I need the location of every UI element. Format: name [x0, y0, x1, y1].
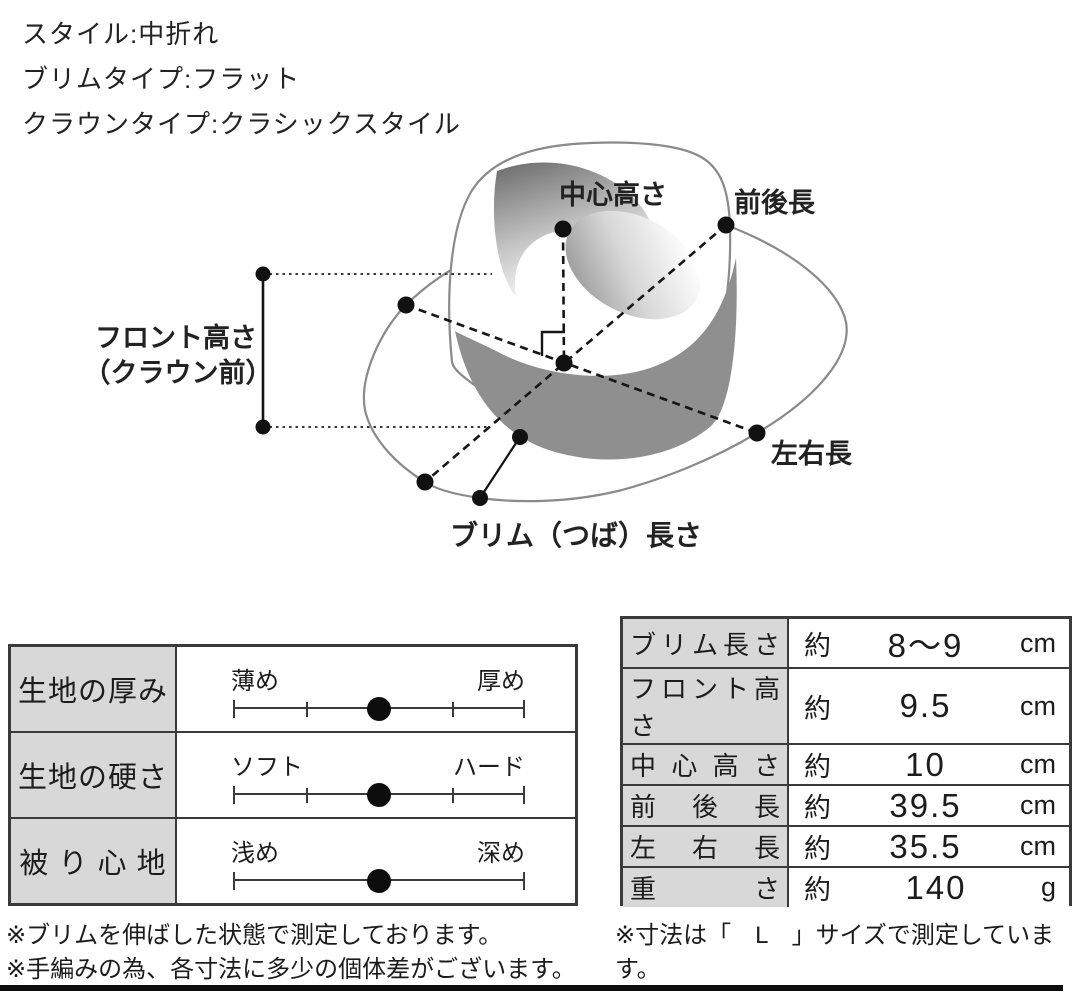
left-right-right-dot	[748, 424, 766, 442]
front-back-right-dot	[717, 216, 735, 234]
size-row-brim-value: 8～9	[887, 627, 964, 664]
size-row-weight: 重 さ 約 140 g	[623, 868, 1069, 907]
scale-min-label: ソフト	[231, 754, 303, 781]
size-row-left-right-label: 左 右 長	[630, 833, 780, 863]
scale-value-dot	[367, 697, 391, 721]
scale-tick	[306, 787, 308, 803]
approx-label: 約	[804, 875, 831, 905]
size-table: ブリム長さ 約 8～9 cm フロント高さ 約 9.5 cm 中 心 高 さ 約…	[620, 616, 1072, 907]
scale-max-label: 深め	[477, 840, 525, 867]
size-row-left-right-value: 35.5	[889, 827, 962, 865]
scale-value-dot	[367, 783, 391, 807]
feel-row-hardness-scale: ソフト ハード	[177, 733, 575, 817]
feel-row-fit-depth-label: 被 り 心 地	[11, 819, 177, 903]
hat-measurement-diagram: 中心高さ 前後長 フロント高さ （クラウン前） 左右長 ブリム（つば）長さ	[84, 141, 853, 551]
feel-row-thickness-label: 生地の厚み	[11, 647, 177, 731]
approx-label: 約	[804, 752, 831, 782]
spec-crown-type-line: クラウンタイプ:クラシックスタイル	[22, 109, 461, 139]
size-row-left-right: 左 右 長 約 35.5 cm	[623, 827, 1069, 868]
scale-track	[233, 869, 525, 893]
scale-tick	[233, 786, 235, 804]
front-height-label-line2: （クラウン前）	[84, 357, 273, 388]
size-row-center-height-label: 中 心 高 さ	[630, 751, 780, 781]
unit-label: cm	[1020, 690, 1056, 721]
hat-band-shape	[455, 258, 737, 460]
bottom-divider-bar	[0, 985, 1063, 991]
center-height-dashed-line	[561, 228, 566, 364]
size-row-front-height-value: 9.5	[899, 687, 952, 724]
front-back-dashed-line	[424, 224, 727, 483]
brim-inner-dot	[512, 429, 528, 445]
right-angle-mark	[540, 330, 565, 356]
unit-label: cm	[1020, 790, 1056, 820]
feel-row-hardness: 生地の硬さ ソフト ハード	[11, 733, 575, 819]
scale-tick	[306, 701, 308, 717]
scale-tick	[452, 787, 454, 803]
spec-style-line: スタイル:中折れ	[22, 19, 220, 49]
front-back-length-label: 前後長	[734, 187, 816, 218]
unit-label: cm	[1020, 749, 1056, 779]
size-row-center-height: 中 心 高 さ 約 10 cm	[623, 745, 1069, 786]
footnote-size-basis: ※寸法は「 L 」サイズで測定しています。	[615, 922, 1055, 983]
spec-brim-type-line: ブリムタイプ:フラット	[22, 64, 301, 94]
left-right-length-label: 左右長	[771, 439, 853, 469]
scale-tick	[523, 872, 525, 890]
approx-label: 約	[804, 793, 831, 823]
front-height-bottom-dot	[255, 419, 271, 435]
scale-tick	[233, 872, 235, 890]
size-row-center-height-value: 10	[905, 745, 946, 783]
size-row-weight-label: 重 さ	[630, 874, 780, 904]
scale-value-dot	[367, 869, 391, 893]
brim-edge-dot	[472, 490, 488, 506]
approx-label: 約	[804, 693, 831, 724]
size-row-brim-label: ブリム長さ	[630, 629, 780, 660]
left-right-dashed-line	[405, 303, 758, 435]
brim-length-label: ブリム（つば）長さ	[450, 519, 702, 551]
spec-header: スタイル:中折れ ブリムタイプ:フラット クラウンタイプ:クラシックスタイル	[22, 12, 461, 147]
size-row-weight-value: 140	[905, 868, 967, 906]
brim-length-measure-line	[479, 436, 521, 499]
feel-row-thickness-scale: 薄め 厚め	[177, 647, 575, 731]
unit-label: cm	[1020, 627, 1056, 658]
scale-min-label: 浅め	[231, 840, 279, 867]
front-back-left-dot	[416, 473, 434, 491]
unit-label: cm	[1020, 831, 1056, 861]
scale-tick	[523, 786, 525, 804]
scale-max-label: 厚め	[477, 668, 525, 695]
front-height-label-line1: フロント高さ	[95, 322, 257, 353]
size-row-front-back-label: 前 後 長	[630, 792, 780, 822]
scale-min-label: 薄め	[231, 668, 279, 695]
crown-top-dot	[554, 220, 572, 238]
feel-table: 生地の厚み 薄め 厚め 生地の硬さ ソフト ハード	[8, 644, 578, 906]
feel-row-thickness: 生地の厚み 薄め 厚め	[11, 647, 575, 733]
approx-label: 約	[804, 630, 831, 661]
approx-label: 約	[804, 834, 831, 864]
crown-dent-right-shape	[565, 210, 701, 320]
center-height-label: 中心高さ	[559, 179, 667, 210]
size-row-brim: ブリム長さ 約 8～9 cm	[623, 619, 1069, 669]
unit-label: g	[1040, 872, 1056, 902]
footnotes-left: ※ブリムを伸ばした状態で測定しております。 ※手編みの為、各寸法に多少の個体差が…	[6, 919, 576, 987]
size-row-front-height: フロント高さ 約 9.5 cm	[623, 669, 1069, 745]
feel-row-hardness-label: 生地の硬さ	[11, 733, 177, 817]
feel-row-fit-depth: 被 り 心 地 浅め 深め	[11, 819, 575, 903]
size-row-front-back-value: 39.5	[889, 786, 962, 824]
size-row-front-height-label: フロント高さ	[630, 674, 780, 741]
footnote-handmade-variance: ※手編みの為、各寸法に多少の個体差がございます。	[6, 956, 576, 983]
scale-track	[233, 783, 525, 807]
scale-tick	[452, 701, 454, 717]
scale-tick	[523, 700, 525, 718]
footnotes-right: ※寸法は「 L 」サイズで測定しています。	[615, 919, 1080, 987]
footnote-measure-condition: ※ブリムを伸ばした状態で測定しております。	[6, 922, 503, 949]
crown-center-dot	[555, 354, 573, 372]
size-row-front-back: 前 後 長 約 39.5 cm	[623, 786, 1069, 827]
left-right-left-dot	[397, 296, 415, 314]
scale-track	[233, 697, 525, 721]
scale-tick	[233, 700, 235, 718]
scale-max-label: ハード	[453, 754, 525, 781]
front-height-top-dot	[255, 266, 271, 282]
feel-row-fit-depth-scale: 浅め 深め	[177, 819, 575, 903]
